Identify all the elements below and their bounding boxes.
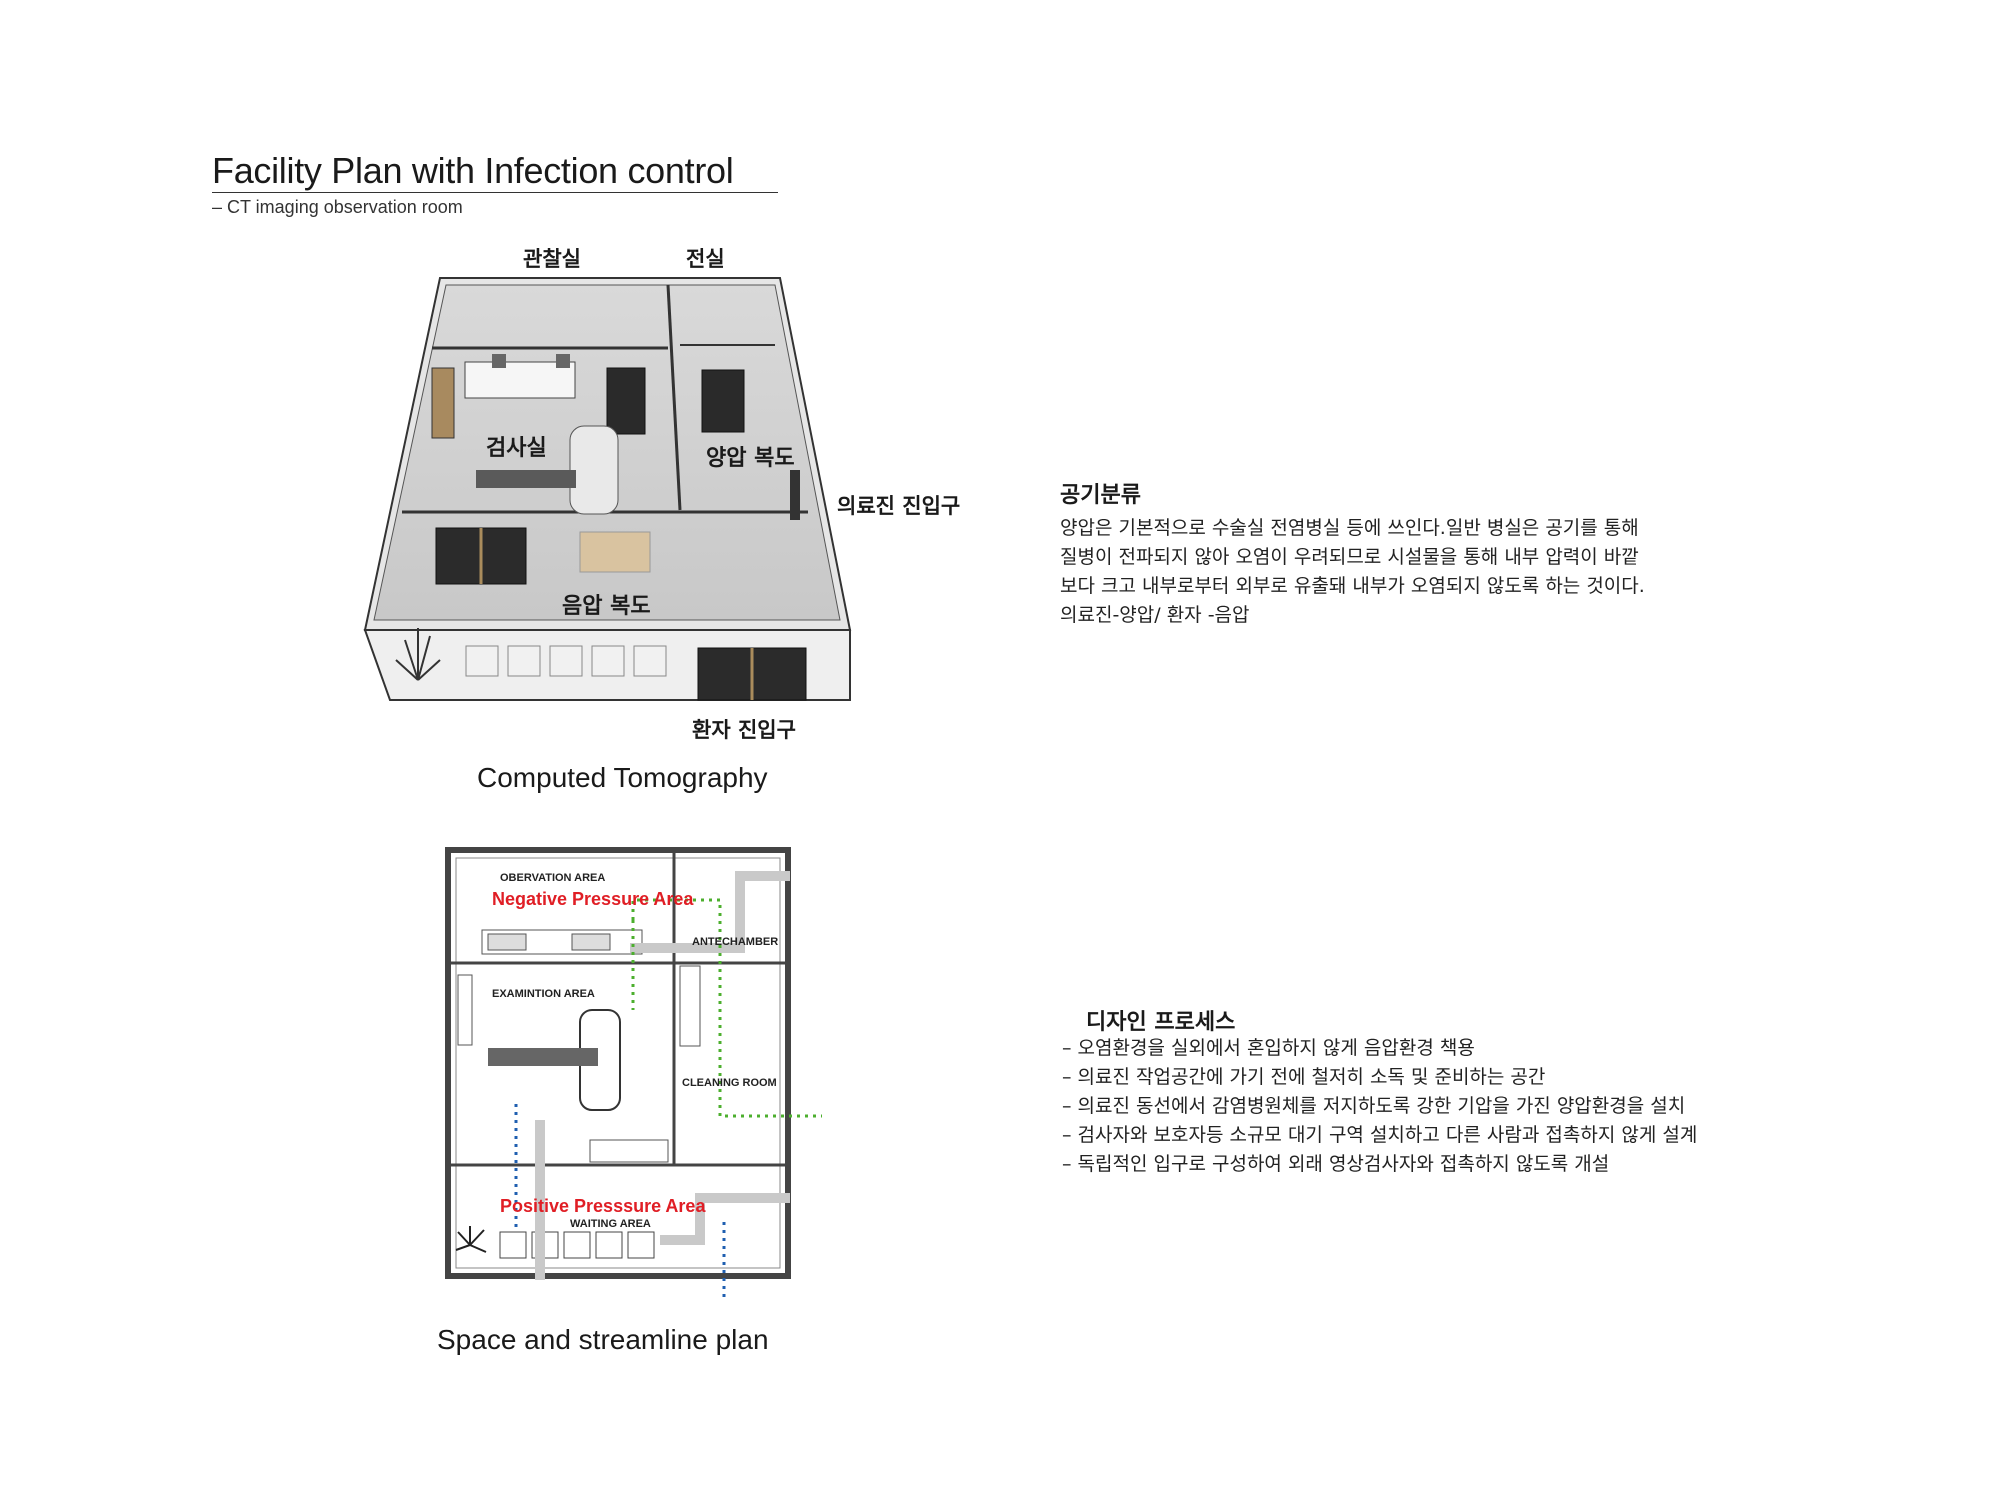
air-line: 질병이 전파되지 않아 오염이 우려되므로 시설물을 통해 내부 압력이 바깥 — [1060, 546, 1639, 568]
plan-label-positive: Positive Presssure Area — [500, 1196, 706, 1216]
label-anteroom: 전실 — [686, 247, 725, 271]
iso-waiting-chairs — [465, 645, 667, 677]
label-positive-corridor: 양압 복도 — [706, 446, 795, 471]
process-item: – 오염환경을 실외에서 혼입하지 않게 음압환경 책용 — [1062, 1037, 1475, 1059]
process-heading: 디자인 프로세스 — [1086, 1010, 1236, 1035]
iso-chair — [556, 354, 570, 368]
plan-label-cleaning: CLEANING ROOM — [682, 1077, 777, 1089]
label-negative-corridor: 음압 복도 — [562, 594, 651, 619]
plan-label-examination: EXAMINTION AREA — [492, 988, 595, 1000]
iso-chair — [492, 354, 506, 368]
process-item: – 독립적인 입구로 구성하여 외래 영상검사자와 접촉하지 않도록 개설 — [1062, 1153, 1610, 1175]
plan-waiting-chairs — [499, 1231, 655, 1259]
label-patient-entrance: 환자 진입구 — [692, 718, 796, 742]
caption-iso: Computed Tomography — [477, 762, 768, 793]
air-paragraph: 양압은 기본적으로 수술실 전염병실 등에 쓰인다.일반 병실은 공기를 통해 … — [1060, 514, 1645, 630]
page-title: Facility Plan with Infection control — [212, 150, 734, 191]
plan-label-observation: OBERVATION AREA — [500, 872, 606, 884]
process-list: – 오염환경을 실외에서 혼입하지 않게 음압환경 책용 – 의료진 작업공간에… — [1062, 1034, 1697, 1179]
iso-door — [606, 367, 646, 435]
plan-plant — [455, 1226, 487, 1253]
plan-label-antechamber: ANTECHAMBER — [692, 936, 779, 948]
title-underline — [212, 192, 778, 193]
plan-drawing — [445, 847, 822, 1300]
air-heading: 공기분류 — [1060, 483, 1141, 508]
process-item: – 검사자와 보호자등 소규모 대기 구역 설치하고 다른 사람과 접촉하지 않… — [1062, 1124, 1698, 1146]
iso-wall — [666, 284, 682, 511]
plan-ducts — [535, 871, 790, 1280]
air-line: 의료진-양압/ 환자 -음압 — [1060, 604, 1250, 626]
iso-plant — [395, 628, 441, 681]
label-exam-room: 검사실 — [486, 436, 547, 461]
iso-ct-gantry — [569, 425, 619, 515]
caption-plan: Space and streamline plan — [437, 1324, 769, 1355]
label-observation-room: 관찰실 — [523, 247, 581, 271]
plan-label-waiting: WAITING AREA — [570, 1218, 651, 1230]
air-line: 양압은 기본적으로 수술실 전염병실 등에 쓰인다.일반 병실은 공기를 통해 — [1060, 517, 1639, 539]
iso-cabinet — [431, 367, 455, 439]
iso-ct-table — [476, 470, 576, 488]
iso-shelf — [579, 531, 651, 573]
plan-staff-path — [631, 898, 822, 1118]
air-line: 보다 크고 내부로부터 외부로 유출돼 내부가 오염되지 않도록 하는 것이다. — [1060, 575, 1645, 597]
page-subtitle: – CT imaging observation room — [212, 197, 463, 217]
process-item: – 의료진 작업공간에 가기 전에 철저히 소독 및 준비하는 공간 — [1062, 1066, 1546, 1088]
label-staff-entrance: 의료진 진입구 — [837, 494, 961, 518]
plan-label-negative: Negative Pressure Area — [492, 889, 694, 909]
process-item: – 의료진 동선에서 감염병원체를 저지하도록 강한 기압을 가진 양압환경을 … — [1062, 1095, 1686, 1117]
iso-door — [701, 369, 745, 433]
